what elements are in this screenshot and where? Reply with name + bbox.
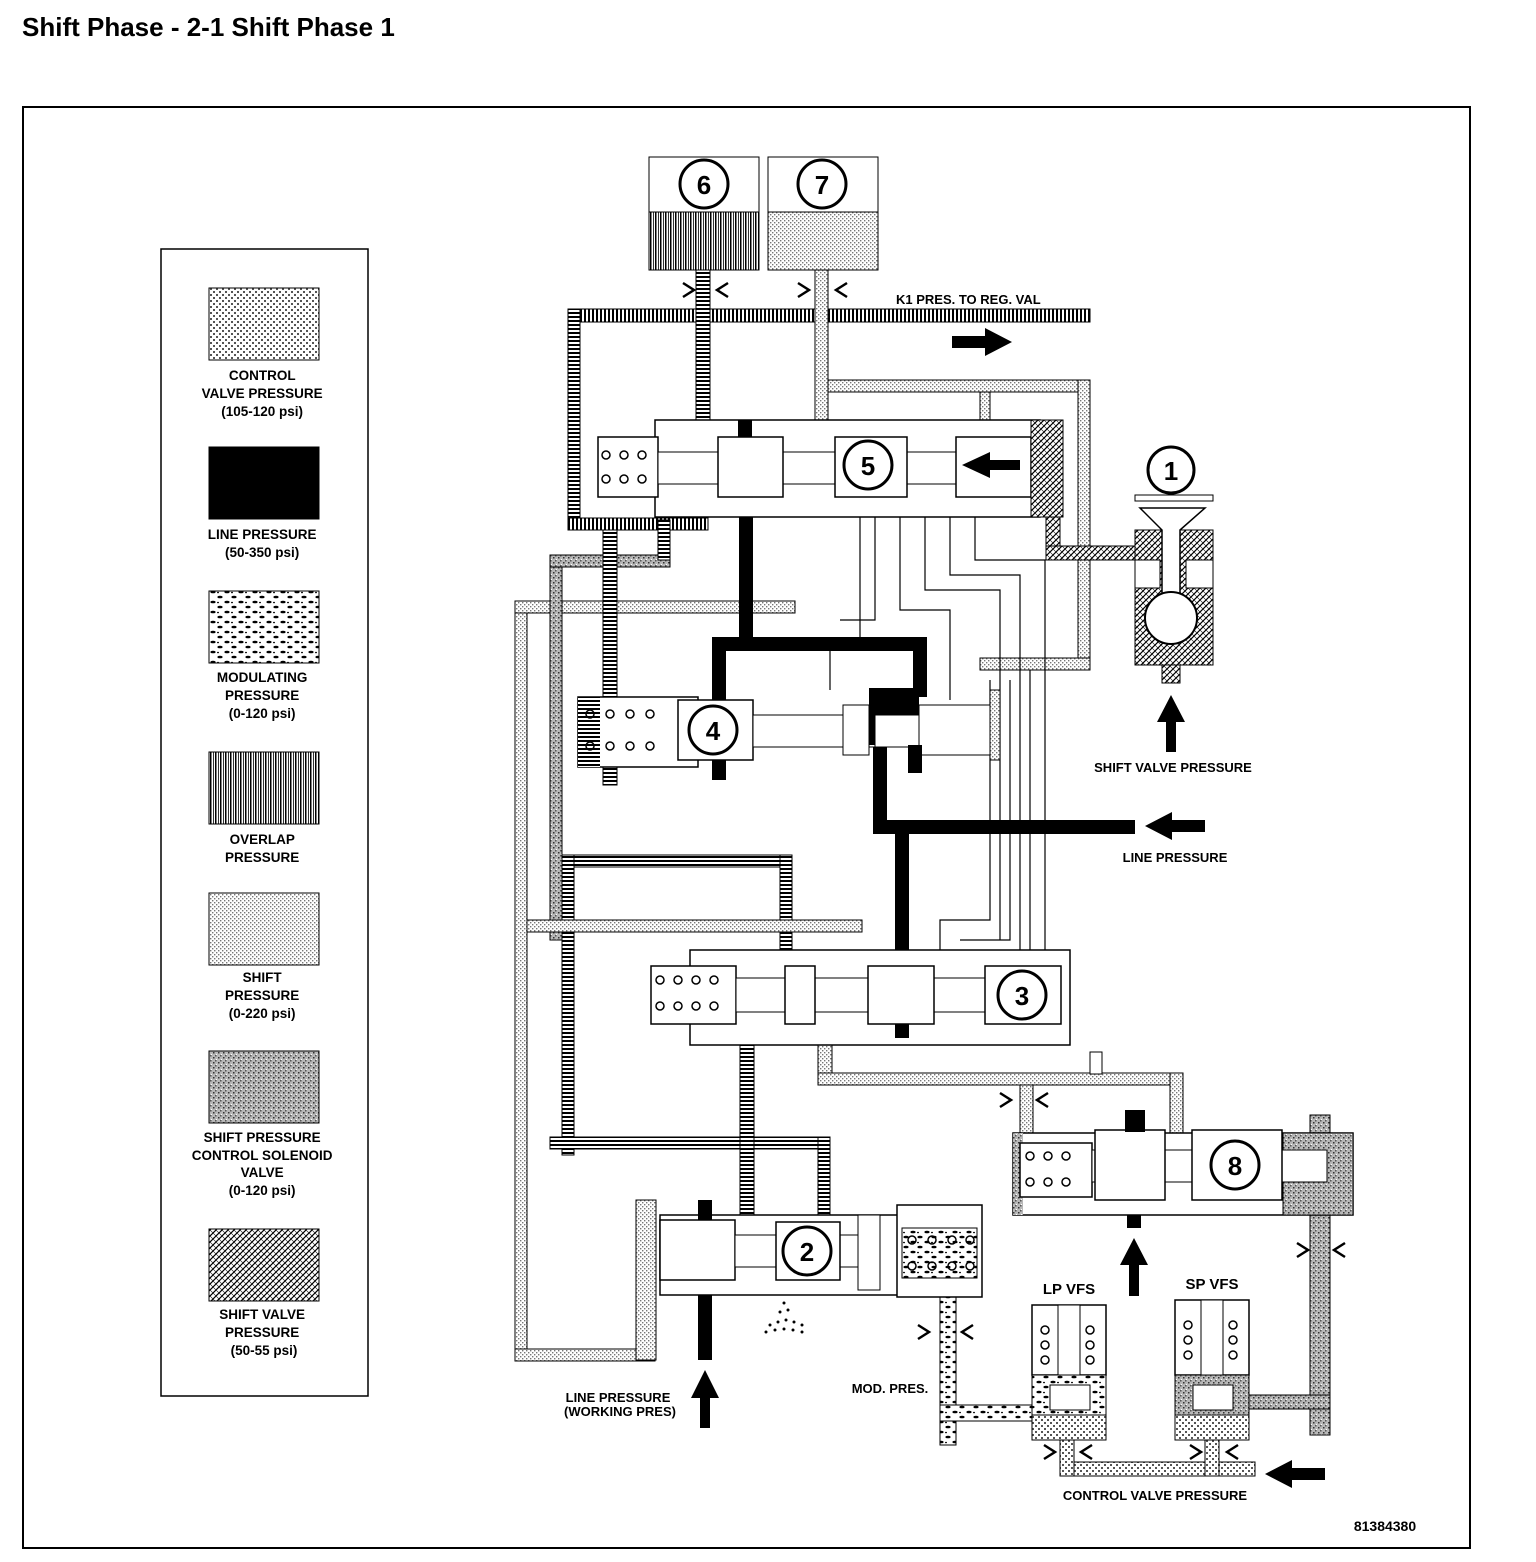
legend-label: VALVE PRESSURE [202, 386, 323, 401]
chamber-6: 6 [648, 156, 760, 271]
component-number: 7 [815, 170, 829, 200]
valve-4: 4 [577, 688, 1001, 780]
legend-label: (50-55 psi) [231, 1343, 298, 1358]
legend-swatch-control [208, 287, 320, 361]
valve-2: 2 [659, 1200, 983, 1428]
legend-label: VALVE [241, 1165, 284, 1180]
legend: CONTROL VALVE PRESSURE (105-120 psi) LIN… [160, 248, 369, 1397]
legend-swatch-shift [208, 892, 320, 966]
exhaust-spray-icon [764, 1301, 804, 1334]
label-control-valve-pressure: CONTROL VALVE PRESSURE [1063, 1488, 1248, 1503]
legend-label: LINE PRESSURE [208, 527, 317, 542]
component-number: 1 [1164, 456, 1178, 486]
legend-swatch-line [208, 446, 320, 520]
legend-label: CONTROL [229, 368, 296, 383]
component-number: 4 [706, 716, 721, 746]
legend-label: PRESSURE [225, 850, 299, 865]
arrow-left-icon [1145, 812, 1205, 840]
label-line-pressure: LINE PRESSURE [1123, 850, 1228, 865]
legend-swatch-spcs [208, 1050, 320, 1124]
legend-label: OVERLAP [230, 832, 295, 847]
valve-8: 8 [1012, 1110, 1354, 1296]
label-shift-valve-pressure: SHIFT VALVE PRESSURE [1094, 760, 1252, 775]
label-mod-pres: MOD. PRES. [852, 1381, 929, 1396]
legend-label: SHIFT VALVE [219, 1307, 305, 1322]
arrow-up-icon [1120, 1238, 1148, 1296]
orifice-marks [682, 281, 1346, 1461]
legend-label: PRESSURE [225, 988, 299, 1003]
line-pressure-passages [698, 495, 1141, 1360]
component-number: 8 [1228, 1151, 1242, 1181]
arrow-up-icon [1157, 695, 1185, 752]
legend-swatch-overlap [208, 751, 320, 825]
arrow-left-icon [1265, 1460, 1325, 1488]
arrow-right-icon [952, 328, 1012, 356]
chamber-7: 7 [767, 156, 879, 271]
page-title: Shift Phase - 2-1 Shift Phase 1 [22, 12, 395, 42]
component-number: 2 [800, 1237, 814, 1267]
legend-label: (105-120 psi) [221, 404, 303, 419]
legend-label: (0-120 psi) [229, 1183, 296, 1198]
diagram-frame [22, 106, 1471, 1549]
label-lp-vfs: LP VFS [1043, 1281, 1095, 1298]
legend-label: PRESSURE [225, 1325, 299, 1340]
label-working-pres: (WORKING PRES) [564, 1404, 676, 1419]
valve-5: 5 [597, 419, 1064, 518]
legend-swatch-mod [208, 590, 320, 664]
component-number: 6 [697, 170, 711, 200]
valve-1: 1 [1134, 445, 1214, 752]
arrow-up-icon [691, 1370, 719, 1428]
label-sp-vfs: SP VFS [1185, 1276, 1238, 1293]
legend-label: CONTROL SOLENOID [192, 1148, 333, 1163]
legend-label: PRESSURE [225, 688, 299, 703]
figure-id: 81384380 [1354, 1518, 1417, 1534]
legend-label: SHIFT [243, 970, 283, 985]
component-number: 3 [1015, 981, 1029, 1011]
legend-label: (50-350 psi) [225, 545, 299, 560]
legend-label: (0-220 psi) [229, 1006, 296, 1021]
legend-label: MODULATING [217, 670, 308, 685]
component-number: 5 [861, 451, 875, 481]
legend-label: (0-120 psi) [229, 706, 296, 721]
lp-vfs-solenoid [1031, 1304, 1107, 1441]
valve-3: 3 [650, 949, 1071, 1046]
label-line-pressure-working: LINE PRESSURE [566, 1390, 671, 1405]
svg-text:CONTROL VALVE PRESSURE: CONTROL VALVE PRESSURE (105-120 psi) LIN… [192, 368, 337, 1358]
legend-label: SHIFT PRESSURE [204, 1130, 321, 1145]
sp-vfs-solenoid [1174, 1299, 1250, 1441]
legend-swatch-svp [208, 1228, 320, 1302]
label-k1-pres: K1 PRES. TO REG. VAL [896, 292, 1041, 307]
